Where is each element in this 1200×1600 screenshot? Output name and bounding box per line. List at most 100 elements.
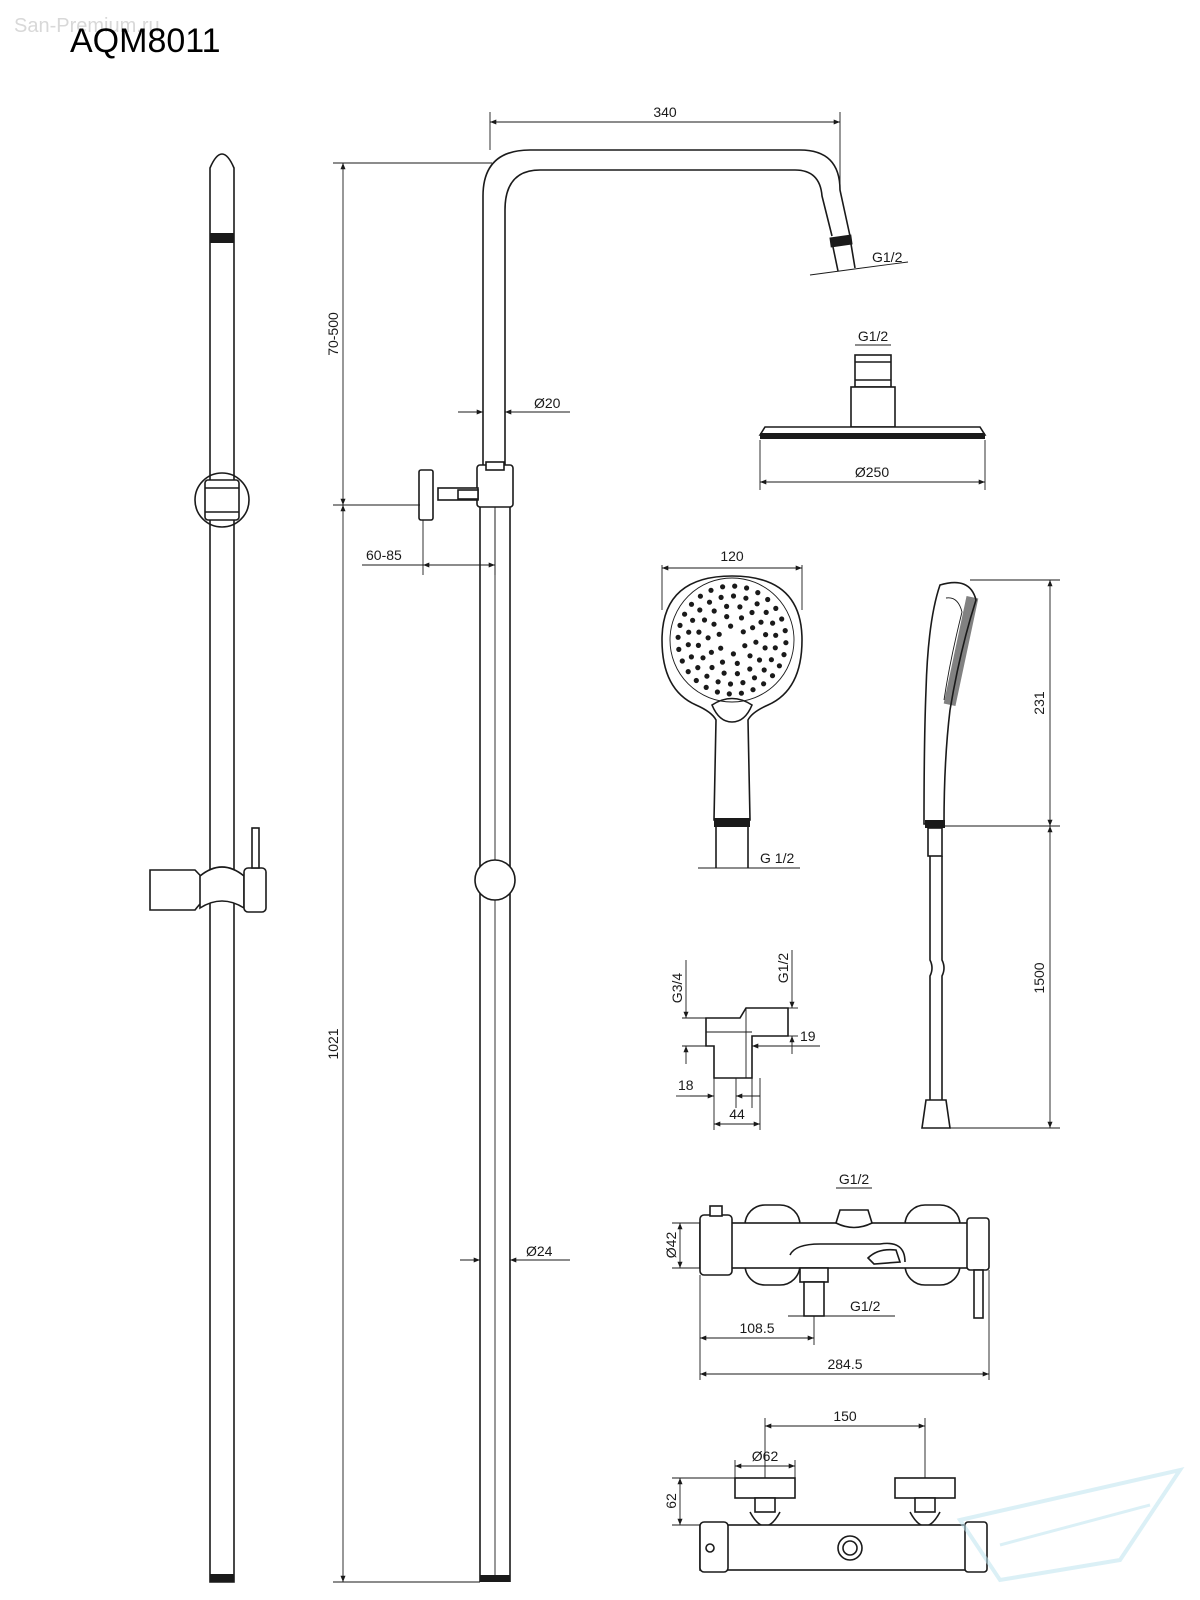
nozzle-dot: [696, 629, 702, 635]
nozzle-dots: [675, 583, 789, 697]
dim-eccentric-44: 44: [729, 1106, 745, 1122]
nozzle-dot: [697, 593, 704, 599]
nozzle-dot: [714, 689, 721, 695]
nozzle-dot: [685, 669, 691, 675]
nozzle-dot: [701, 617, 708, 623]
nozzle-dot: [711, 621, 717, 627]
nozzle-dot: [726, 691, 732, 697]
dim-top-outlet-thread: G1/2: [872, 249, 903, 265]
nozzle-dot: [728, 623, 734, 629]
hand-shower-front: 120 G 1/2: [661, 548, 803, 869]
nozzle-dot: [732, 583, 738, 589]
nozzle-dot: [693, 677, 699, 684]
dim-mixer-body-diameter: Ø42: [663, 1232, 679, 1259]
nozzle-dot: [718, 594, 724, 601]
nozzle-dot: [738, 615, 745, 621]
nozzle-dot: [761, 667, 767, 673]
rail-side-view: [149, 153, 267, 1583]
dim-eccentric-outlet: G1/2: [775, 953, 791, 984]
nozzle-dot: [688, 654, 695, 660]
dim-mixer-centers: 150: [833, 1408, 857, 1424]
nozzle-dot: [716, 631, 722, 637]
nozzle-dot: [742, 643, 748, 649]
dim-hand-thread: G 1/2: [760, 850, 794, 866]
nozzle-dot: [734, 671, 741, 677]
nozzle-dot: [708, 587, 714, 593]
nozzle-dot: [724, 603, 730, 610]
model-title: AQM8011: [70, 22, 221, 60]
dim-hand-width: 120: [720, 548, 744, 564]
overhead-shower-head: G1/2 Ø250: [758, 328, 987, 490]
nozzle-dot: [706, 599, 713, 605]
dim-rail-height: 1021: [325, 1028, 341, 1059]
dim-mixer-depth: 62: [663, 1493, 679, 1509]
nozzle-dot: [679, 658, 685, 664]
dim-mixer-flange-diameter: Ø62: [752, 1448, 779, 1464]
dim-eccentric-19: 19: [800, 1028, 816, 1044]
nozzle-dot: [715, 679, 721, 685]
nozzle-dot: [763, 609, 769, 616]
nozzle-dot: [708, 649, 715, 655]
nozzle-dot: [730, 593, 737, 599]
nozzle-dot: [690, 617, 696, 623]
nozzle-dot: [724, 614, 730, 620]
nozzle-dot: [709, 664, 715, 671]
eccentric-fitting: G3/4 G1/2 19 18 44: [669, 950, 820, 1130]
hand-shower-side: 231 1500: [921, 579, 1060, 1129]
nozzle-dot: [711, 608, 717, 614]
dim-head-thread: G1/2: [858, 328, 889, 344]
nozzle-dot: [770, 620, 776, 626]
nozzle-dot: [738, 690, 745, 696]
nozzle-dot: [703, 684, 709, 691]
dim-eccentric-18: 18: [678, 1077, 694, 1093]
nozzle-dot: [682, 611, 688, 617]
dim-head-diameter: Ø250: [855, 464, 889, 480]
nozzle-dot: [776, 663, 783, 669]
nozzle-dot: [720, 584, 726, 590]
nozzle-dot: [782, 628, 788, 634]
dim-mixer-spout-offset: 108.5: [739, 1320, 774, 1336]
nozzle-dot: [676, 646, 682, 653]
dim-overhead-adjust: 70-500: [325, 312, 341, 356]
nozzle-dot: [762, 645, 768, 651]
nozzle-dot: [744, 585, 750, 591]
dim-mixer-length: 284.5: [827, 1356, 862, 1372]
nozzle-dot: [697, 607, 703, 613]
nozzle-dot: [747, 653, 753, 659]
nozzle-dot: [769, 673, 776, 679]
nozzle-dot: [765, 596, 771, 603]
nozzle-dot: [718, 645, 724, 651]
nozzle-dot: [755, 590, 761, 596]
nozzle-dot: [734, 660, 740, 667]
nozzle-dot: [740, 680, 746, 686]
dim-bracket-offset: 60-85: [366, 547, 402, 563]
nozzle-dot: [704, 673, 710, 679]
nozzle-dot: [705, 635, 711, 641]
rail-dimensions: 340 G1/2 70-500 1021 Ø20 60-85 Ø24: [325, 104, 909, 1583]
dim-mixer-bottom-thread: G1/2: [850, 1298, 881, 1314]
nozzle-dot: [783, 640, 789, 646]
nozzle-dot: [779, 616, 785, 622]
nozzle-dot: [772, 645, 778, 651]
nozzle-dot: [695, 642, 702, 649]
nozzle-dot: [740, 629, 746, 635]
nozzle-dot: [753, 639, 759, 645]
dim-mixer-top-thread: G1/2: [839, 1171, 870, 1187]
dim-rail-width: 340: [653, 104, 677, 120]
nozzle-dot: [763, 632, 769, 638]
nozzle-dot: [747, 666, 753, 672]
nozzle-dot: [773, 632, 779, 638]
nozzle-dot: [761, 681, 767, 687]
rail-front-view: [418, 149, 856, 1582]
nozzle-dot: [758, 619, 764, 625]
nozzle-dot: [754, 601, 760, 607]
nozzle-dot: [700, 655, 706, 661]
nozzle-dot: [677, 622, 683, 629]
nozzle-dot: [688, 601, 695, 607]
nozzle-dot: [686, 629, 692, 635]
nozzle-dot: [685, 642, 691, 648]
nozzle-dot: [719, 659, 726, 665]
nozzle-dot: [743, 595, 749, 601]
nozzle-dot: [675, 634, 681, 640]
